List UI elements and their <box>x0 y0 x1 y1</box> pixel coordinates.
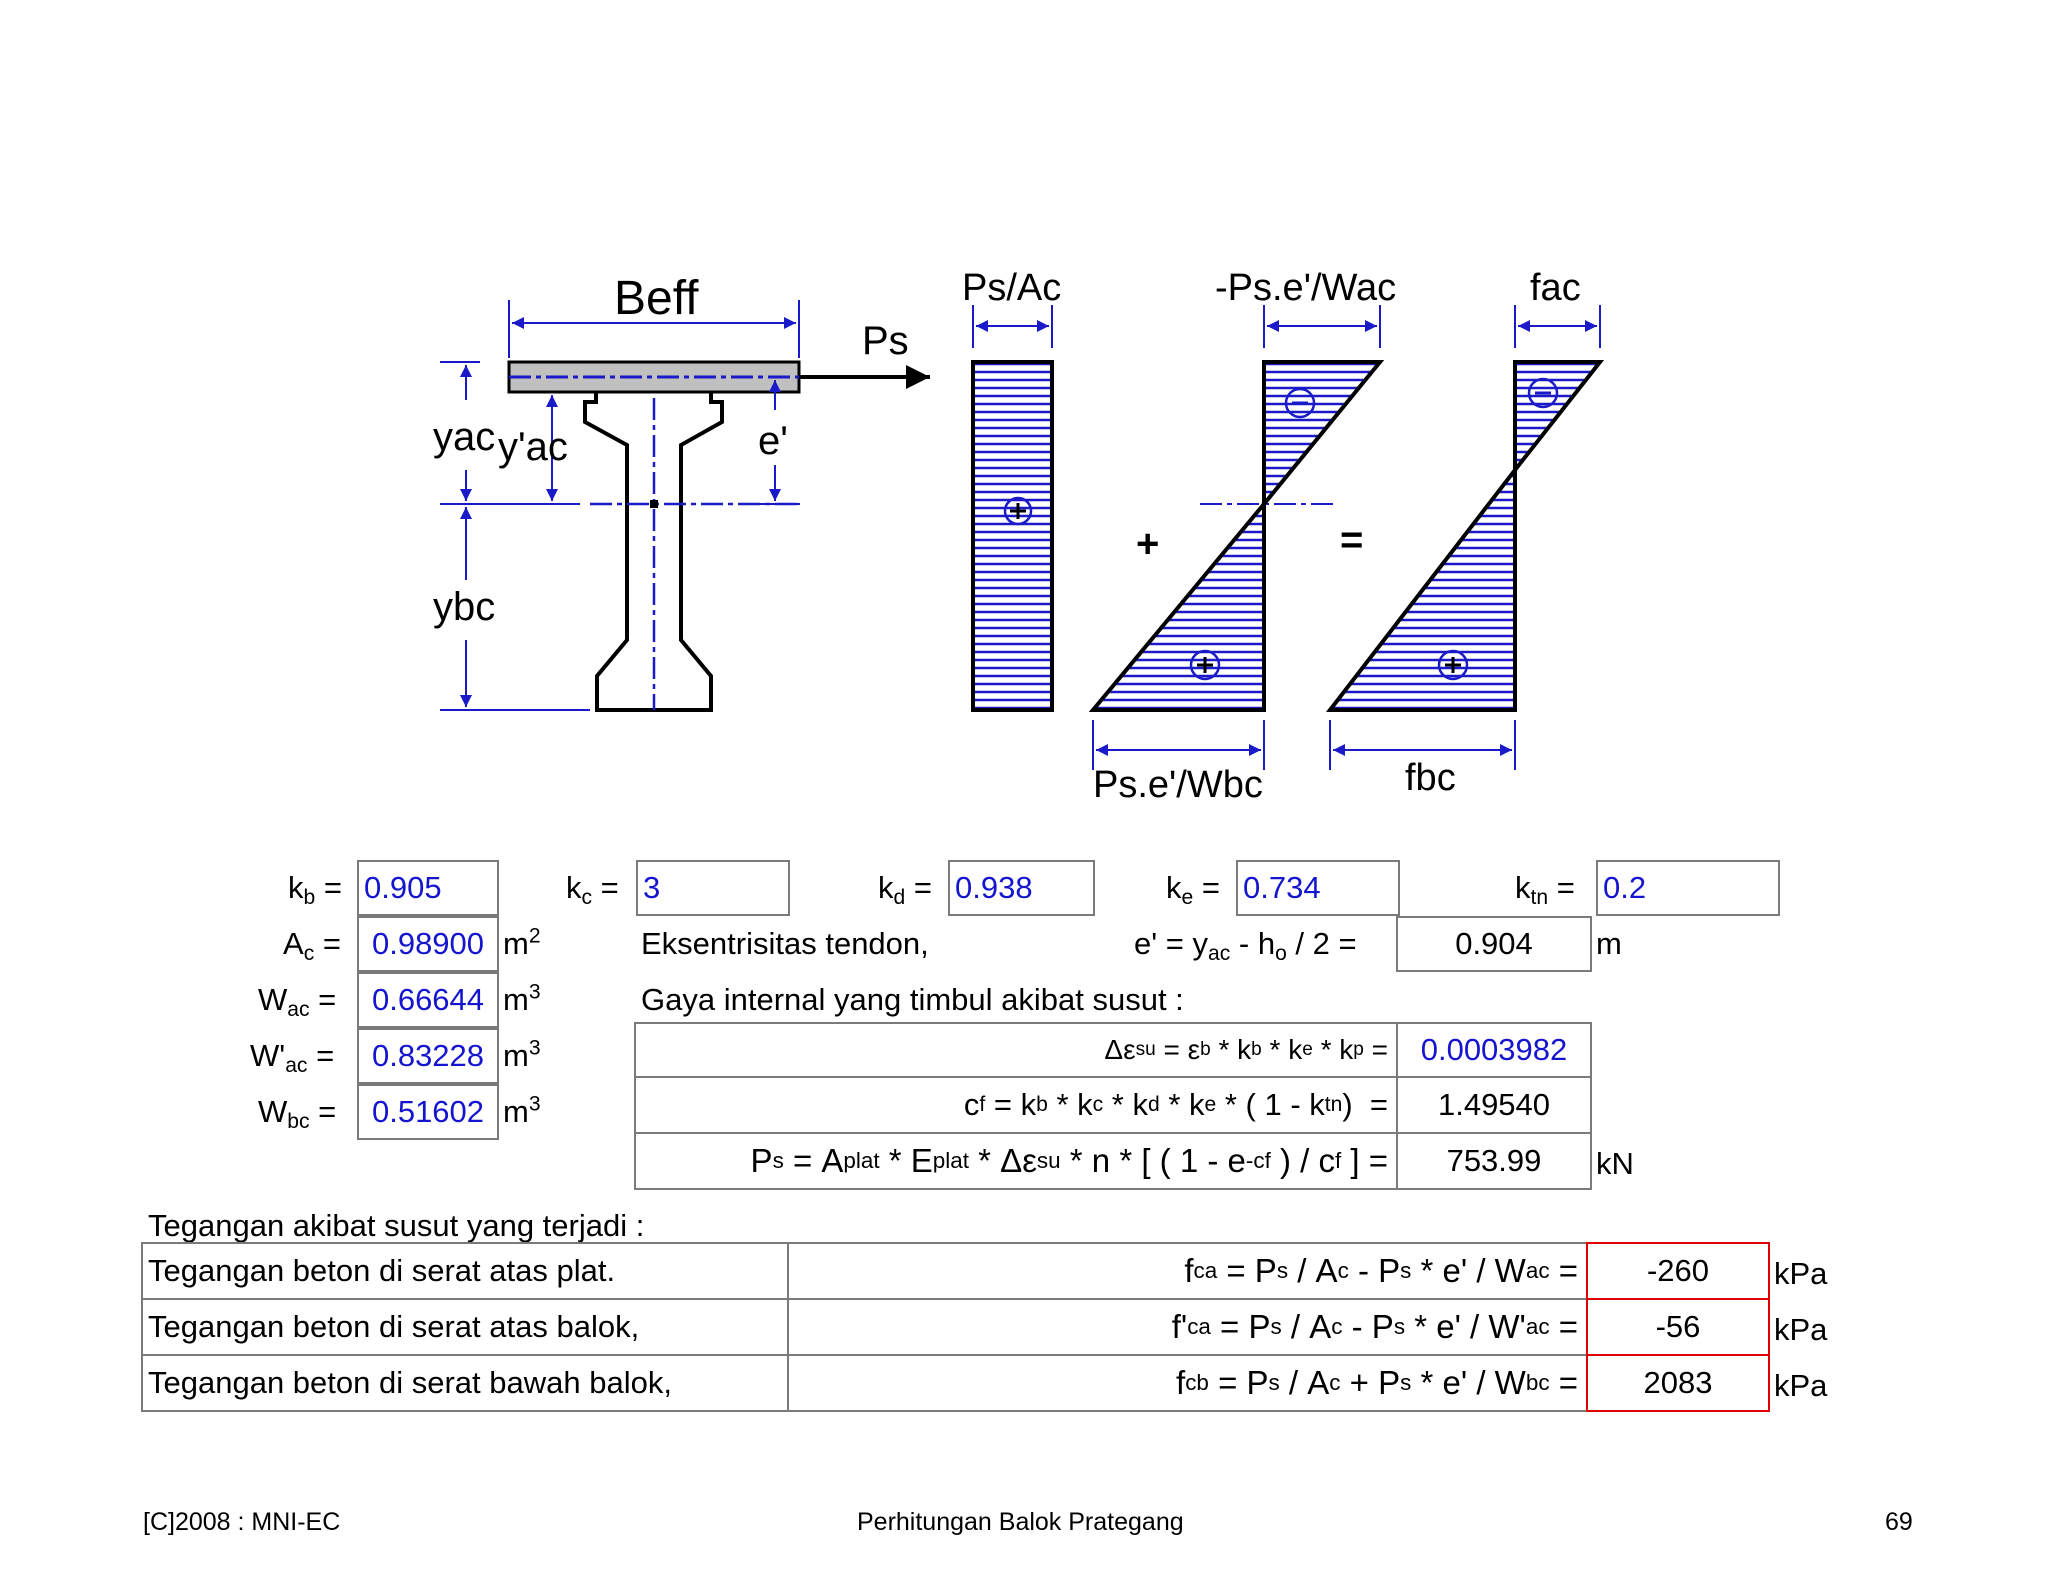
label-fac: fac <box>1530 267 1581 309</box>
ps-value: 753.99 <box>1396 1132 1592 1190</box>
kb-label: kb = <box>288 870 342 909</box>
stress-row-0-label: Tegangan beton di serat atas plat. <box>141 1242 789 1300</box>
wbc-unit: m3 <box>503 1092 541 1129</box>
stress-row-0-value: -260 <box>1586 1242 1770 1300</box>
cf-value: 1.49540 <box>1396 1076 1592 1134</box>
label-ps-e-wbc: Ps.e'/Wbc <box>1093 764 1263 806</box>
wbc-value: 0.51602 <box>357 1084 499 1140</box>
stress-block-uniform <box>971 360 1054 712</box>
stress-block-resultant <box>1325 360 1605 712</box>
wac-value: 0.66644 <box>357 972 499 1028</box>
label-ybc: ybc <box>433 585 495 629</box>
label-plus: + <box>1136 522 1159 566</box>
label-beff: Beff <box>614 272 699 325</box>
wac-label: Wac = <box>258 982 337 1021</box>
kc-label: kc = <box>566 870 619 909</box>
ktn-value: 0.2 <box>1596 860 1780 916</box>
label-yac: yac <box>433 415 495 459</box>
wbc-label: Wbc = <box>258 1094 337 1133</box>
stress-row-1-unit: kPa <box>1774 1312 1828 1347</box>
prestress-stress-diagram: Beff Ps yac y'ac e' ybc Ps/Ac -Ps.e'/Wac… <box>433 267 1605 806</box>
kb-value: 0.905 <box>357 860 499 916</box>
eccentricity-label: Eksentrisitas tendon, <box>641 926 929 961</box>
dimension-lines <box>440 300 1601 770</box>
eccentricity-unit: m <box>1596 926 1622 961</box>
ps-unit: kN <box>1596 1146 1634 1181</box>
eccentricity-formula: e' = yac - ho / 2 = <box>1134 926 1357 965</box>
ktn-label: ktn = <box>1515 870 1575 909</box>
wac-prime-label: W'ac = <box>250 1038 335 1077</box>
label-equals: = <box>1340 518 1363 562</box>
footer-page-number: 69 <box>1885 1508 1913 1536</box>
label-yac-prime: y'ac <box>498 425 568 469</box>
ke-value: 0.734 <box>1236 860 1400 916</box>
stress-row-2-label: Tegangan beton di serat bawah balok, <box>141 1354 789 1412</box>
stress-row-1-label: Tegangan beton di serat atas balok, <box>141 1298 789 1356</box>
ke-label: ke = <box>1166 870 1220 909</box>
ac-label: Ac = <box>283 926 341 965</box>
label-ps-ac: Ps/Ac <box>962 267 1061 309</box>
strain-value: 0.0003982 <box>1396 1022 1592 1078</box>
kd-value: 0.938 <box>948 860 1095 916</box>
footer-title: Perhitungan Balok Prategang <box>857 1508 1184 1536</box>
stress-row-1-value: -56 <box>1586 1298 1770 1356</box>
diagram-labels: Beff Ps yac y'ac e' ybc Ps/Ac -Ps.e'/Wac… <box>433 267 1581 806</box>
wac-prime-value: 0.83228 <box>357 1028 499 1084</box>
girder-section <box>507 360 930 712</box>
internal-force-label: Gaya internal yang timbul akibat susut : <box>641 982 1184 1017</box>
stress-row-0-unit: kPa <box>1774 1256 1828 1291</box>
stress-block-bending <box>1088 360 1385 712</box>
stress-row-2-value: 2083 <box>1586 1354 1770 1412</box>
stress-section-title: Tegangan akibat susut yang terjadi : <box>148 1208 645 1243</box>
eccentricity-value: 0.904 <box>1396 916 1592 972</box>
kd-label: kd = <box>878 870 932 909</box>
kc-value: 3 <box>636 860 790 916</box>
footer-copyright: [C]2008 : MNI-EC <box>143 1508 341 1536</box>
label-e-prime: e' <box>758 419 788 463</box>
wac-unit: m3 <box>503 980 541 1017</box>
label-fbc: fbc <box>1405 757 1456 799</box>
label-ps: Ps <box>862 319 909 363</box>
wac-prime-unit: m3 <box>503 1036 541 1073</box>
ac-unit: m2 <box>503 924 541 961</box>
label-ps-e-wac: -Ps.e'/Wac <box>1215 267 1396 309</box>
stress-row-2-unit: kPa <box>1774 1368 1828 1403</box>
ac-value: 0.98900 <box>357 916 499 972</box>
